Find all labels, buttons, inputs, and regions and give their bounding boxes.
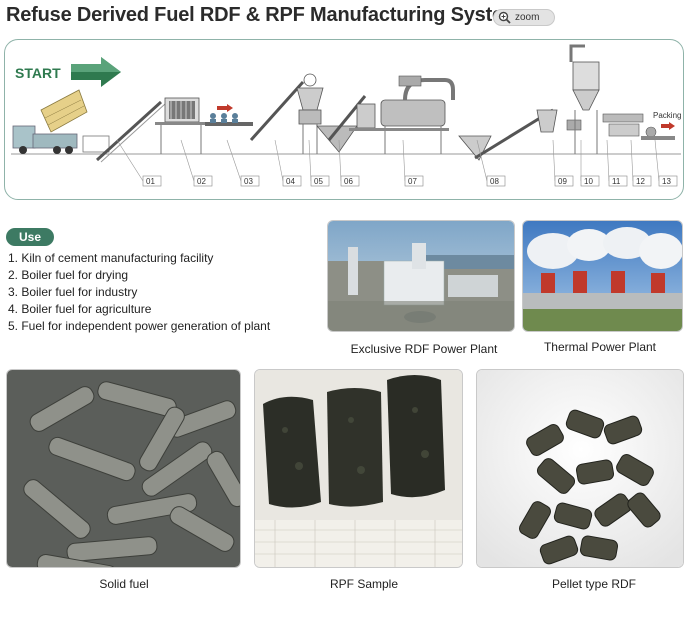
solid-fuel-pellet — [48, 436, 136, 482]
step-number-box — [193, 175, 213, 187]
rdf-pellet — [575, 459, 615, 485]
solid-fuel-pellet — [139, 406, 185, 472]
step-leader-line — [116, 139, 144, 182]
thermal-power-plant-photo — [522, 220, 683, 332]
zoom-button[interactable]: zoom — [493, 9, 555, 26]
pellet-mill-machine — [536, 109, 582, 133]
solid-fuel-caption: Solid fuel — [99, 577, 149, 591]
solid-fuel-photo — [6, 369, 241, 568]
rdf-plant-caption: Exclusive RDF Power Plant — [350, 342, 498, 356]
step-number: 10 — [584, 177, 593, 186]
rdf-pellet — [627, 492, 661, 528]
start-label: START — [15, 65, 61, 81]
step-leader-line — [402, 139, 406, 182]
start-arrow-icon — [71, 57, 121, 87]
rdf-pellet — [553, 502, 593, 530]
step-leader-line — [552, 139, 556, 182]
step-number-box — [282, 175, 302, 187]
step-number-box — [608, 175, 628, 187]
step-leader-line — [654, 139, 660, 182]
step-number-box — [632, 175, 652, 187]
solid-fuel-pellet — [36, 553, 118, 567]
rdf-pellet — [616, 454, 654, 486]
sorting-belt — [205, 104, 253, 126]
step-number-box — [310, 175, 330, 187]
step-leader-line — [338, 139, 342, 182]
step-leader-line — [308, 139, 312, 182]
step-leader-line — [476, 139, 488, 182]
magnifier-icon — [498, 11, 511, 24]
step-number-box — [340, 175, 360, 187]
step-number: 13 — [662, 177, 671, 186]
step-number-labels: 01 02 03 04 05 06 07 08 09 10 11 12 13 — [116, 139, 678, 187]
crusher-machine — [155, 97, 207, 154]
solid-fuel-pellet — [106, 493, 198, 525]
step-number-box — [240, 175, 260, 187]
use-item: 3. Boiler fuel for industry — [8, 285, 138, 299]
rdf-pellet — [594, 493, 632, 527]
step-leader-line — [274, 139, 284, 182]
process-diagram: START — [4, 39, 684, 200]
rdf-pellet — [539, 535, 579, 565]
step-number: 12 — [636, 177, 645, 186]
cooler-and-packing — [602, 113, 675, 140]
use-badge: Use — [6, 228, 54, 246]
rdf-pellet — [579, 535, 619, 561]
step-number-box — [554, 175, 574, 187]
step-number-box — [142, 175, 162, 187]
step-number-box — [404, 175, 424, 187]
step-number: 01 — [146, 177, 155, 186]
step-number-box — [486, 175, 506, 187]
step-leader-line — [180, 139, 195, 182]
rdf-pellet — [603, 415, 643, 445]
rdf-pellet — [565, 409, 605, 439]
solid-fuel-pellet — [169, 506, 235, 552]
rdf-pellet — [519, 501, 551, 539]
packing-label: Packing — [653, 111, 681, 120]
solid-fuel-pellet — [29, 386, 95, 432]
cyclone-tower — [569, 44, 600, 154]
use-item: 2. Boiler fuel for drying — [8, 268, 129, 282]
pellet-rdf-photo — [476, 369, 684, 568]
solid-fuel-pellet — [66, 536, 158, 562]
use-item: 1. Kiln of cement manufacturing facility — [8, 251, 214, 265]
rpf-sample-photo — [254, 369, 463, 568]
step-number-box — [658, 175, 678, 187]
dump-truck-icon — [12, 89, 88, 154]
page-title: Refuse Derived Fuel RDF & RPF Manufactur… — [6, 4, 521, 26]
use-item: 4. Boiler fuel for agriculture — [8, 302, 152, 316]
rdf-power-plant-photo — [327, 220, 515, 332]
step-number: 11 — [612, 177, 621, 186]
step-number: 07 — [408, 177, 417, 186]
step-leader-line — [226, 139, 242, 182]
step-leader-line — [630, 139, 634, 182]
process-line-drawing: Packing 01 02 03 04 05 06 07 08 09 10 11 12 13 — [11, 44, 681, 187]
rpf-sample-caption: RPF Sample — [329, 577, 399, 591]
solid-fuel-pellet — [206, 450, 240, 508]
shredder-machine — [296, 73, 324, 154]
step-number: 05 — [314, 177, 323, 186]
pellet-rdf-caption: Pellet type RDF — [551, 577, 637, 591]
step-number: 02 — [197, 177, 206, 186]
step-number: 06 — [344, 177, 353, 186]
solid-fuel-pellet — [23, 479, 91, 539]
use-item: 5. Fuel for independent power generation… — [8, 319, 271, 333]
rdf-pellet — [526, 424, 564, 456]
step-number: 08 — [490, 177, 499, 186]
step-number: 04 — [286, 177, 295, 186]
step-number: 03 — [244, 177, 253, 186]
dryer-machine — [349, 75, 455, 154]
rdf-pellet — [536, 458, 576, 494]
use-list: 1. Kiln of cement manufacturing facility… — [8, 250, 270, 335]
step-leader-line — [606, 139, 610, 182]
thermal-plant-caption: Thermal Power Plant — [543, 340, 657, 354]
step-number-box — [580, 175, 600, 187]
zoom-label: zoom — [515, 12, 540, 23]
solid-fuel-pellet — [141, 441, 213, 497]
step-number: 09 — [558, 177, 567, 186]
